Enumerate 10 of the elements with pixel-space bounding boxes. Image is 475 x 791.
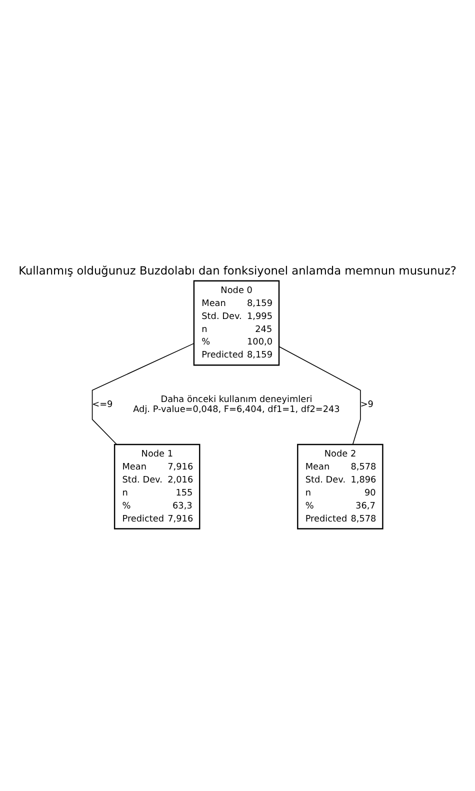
label: Adj. P-value=0,048, F=6,404, df1=1, df2=243 [133, 404, 340, 415]
edge-label: >9 [360, 400, 374, 410]
label: Daha önceki kullanım deneyimleri [160, 395, 312, 406]
node-box: Node 0 Mean 8,159 Std. Dev. 1,995 n 245 % 100,0 Predicted 8,159 [193, 280, 280, 366]
edge-label: <=9 [92, 400, 113, 410]
node-box: Node 2 Mean 8,578 Std. Dev. 1,896 n 90 % 36,7 Predicted 8,578 [297, 444, 384, 530]
connector [92, 343, 194, 445]
diagram-title: Kullanmış olduğunuz Buzdolabı dan fonksiyonel anlamda memnun musunuz? [18, 264, 456, 278]
node-box: Node 1 Mean 7,916 Std. Dev. 2,016 n 155 % 63,3 Predicted 7,916 [114, 444, 200, 530]
connector [278, 346, 361, 445]
